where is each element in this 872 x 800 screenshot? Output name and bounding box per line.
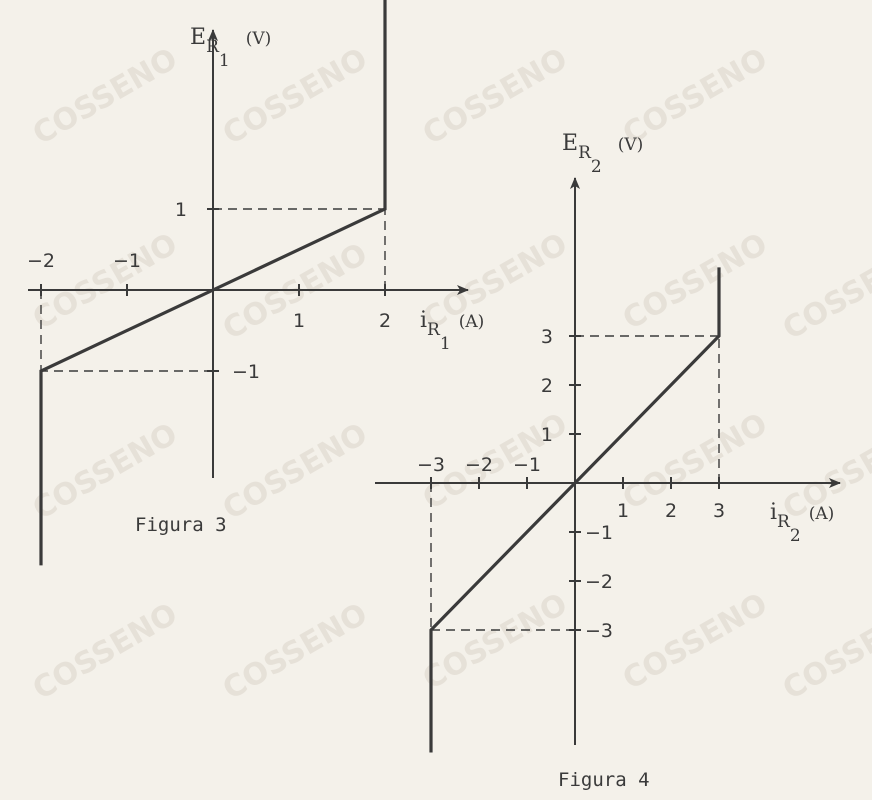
x-axis-label: iR2 (A) <box>770 500 834 546</box>
y-tick-label: −2 <box>585 571 613 593</box>
y-axis-label-sub: R <box>578 143 592 163</box>
y-tick-label: 1 <box>175 199 187 221</box>
y-axis-label-unit: (V) <box>246 29 272 49</box>
x-axis-label-sub: R <box>427 320 441 340</box>
series-line <box>429 267 721 753</box>
x-tick-label: 2 <box>665 500 677 522</box>
x-tick-label: 2 <box>379 310 391 332</box>
x-tick-label: −1 <box>113 250 141 272</box>
x-tick-label: −2 <box>465 454 493 476</box>
watermark-text: COSSENO <box>217 41 373 152</box>
x-tick-label: −2 <box>27 250 55 272</box>
x-tick-label: −1 <box>513 454 541 476</box>
y-axis-label-main: E <box>562 131 578 156</box>
y-tick-label: −3 <box>585 620 613 642</box>
y-tick-label: −1 <box>585 522 613 544</box>
y-tick-label: 2 <box>541 375 553 397</box>
x-tick-label: 3 <box>713 500 725 522</box>
watermark-text: COSSENO <box>777 236 872 347</box>
y-axis-label: ER2 (V) <box>562 131 643 177</box>
y-axis-label-subsub: 2 <box>591 157 602 177</box>
watermark-text: COSSENO <box>417 41 573 152</box>
figure-caption: Figura 3 <box>135 514 227 536</box>
series-line <box>39 0 387 566</box>
watermark-text: COSSENO <box>27 226 183 337</box>
figure-caption: Figura 4 <box>558 769 650 791</box>
watermark-text: COSSENO <box>417 226 573 337</box>
watermark-text: COSSENO <box>27 596 183 707</box>
watermark-text: COSSENO <box>217 416 373 527</box>
y-tick-label: −1 <box>232 361 260 383</box>
watermark-text: COSSENO <box>617 226 773 337</box>
watermark-text: COSSENO <box>617 406 773 517</box>
x-axis-label: iR1 (A) <box>420 308 484 354</box>
y-axis-label-subsub: 1 <box>219 51 230 71</box>
y-tick-label: 1 <box>541 424 553 446</box>
watermark-text: COSSENO <box>417 586 573 697</box>
y-axis-label-sub: R <box>206 37 220 57</box>
x-axis-label-sub: R <box>777 512 791 532</box>
y-axis-label: ER1 (V) <box>190 25 271 71</box>
y-axis-label-unit: (V) <box>618 135 644 155</box>
x-tick-label: −3 <box>417 454 445 476</box>
watermark-text: COSSENO <box>27 41 183 152</box>
watermark-text: COSSENO <box>617 586 773 697</box>
watermark-text: COSSENO <box>777 596 872 707</box>
x-axis-label-main: i <box>420 308 427 333</box>
x-axis-label-subsub: 1 <box>440 334 451 354</box>
y-tick-label: 3 <box>541 326 553 348</box>
x-tick-label: 1 <box>293 310 305 332</box>
watermark-text: COSSENO <box>217 596 373 707</box>
x-tick-label: 1 <box>617 500 629 522</box>
x-axis-label-subsub: 2 <box>790 526 801 546</box>
x-axis-label-main: i <box>770 500 777 525</box>
x-axis-label-unit: (A) <box>459 312 485 332</box>
y-axis-label-main: E <box>190 25 206 50</box>
x-axis-label-unit: (A) <box>809 504 835 524</box>
watermark-text: COSSENO <box>27 416 183 527</box>
